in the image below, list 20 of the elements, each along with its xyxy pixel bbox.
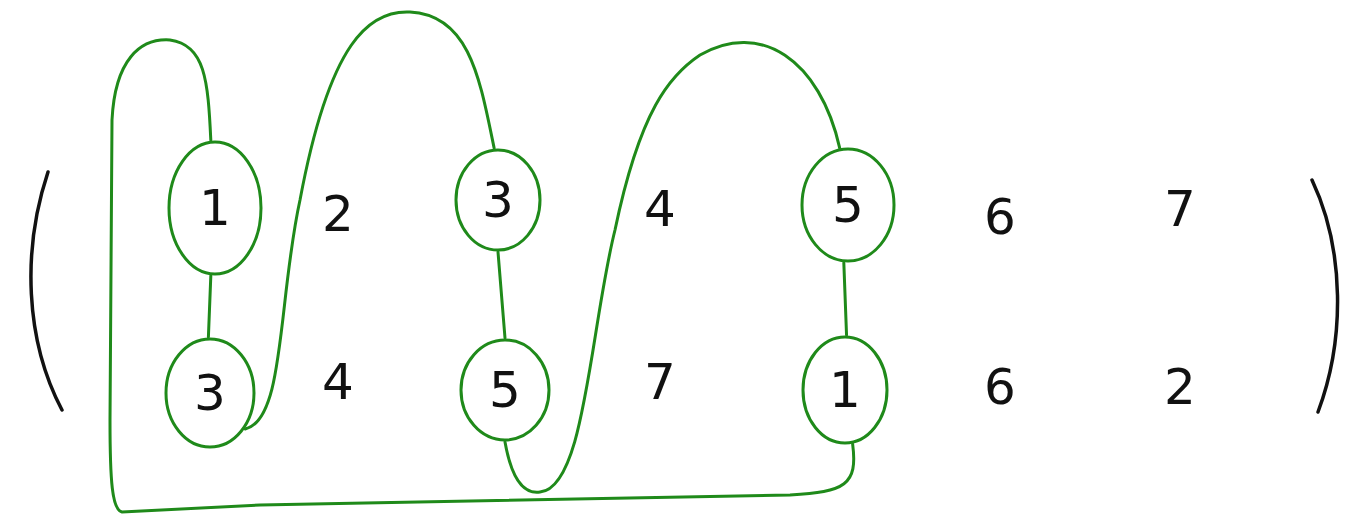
connector-line (206, 274, 213, 339)
matrix-entry: 6 (984, 192, 1016, 242)
matrix-entry: 2 (1164, 362, 1196, 412)
matrix-entry: 6 (984, 362, 1016, 412)
matrix-entry: 4 (322, 357, 354, 407)
connector-line (243, 10, 496, 431)
matrix-entry: 7 (1164, 184, 1196, 234)
matrix-entry: 7 (644, 357, 676, 407)
matrix-entry: 2 (322, 189, 354, 239)
connector-line (496, 250, 507, 340)
connector-line (108, 38, 856, 514)
circled-number: 3 (164, 337, 256, 449)
matrix-entry: 4 (644, 184, 676, 234)
circled-number: 5 (800, 147, 896, 263)
circled-number: 5 (459, 338, 551, 442)
connector-line (503, 40, 842, 494)
circled-number: 1 (167, 140, 263, 276)
circled-number: 3 (454, 148, 542, 252)
circled-number: 1 (801, 335, 889, 445)
connector-line (842, 261, 849, 337)
